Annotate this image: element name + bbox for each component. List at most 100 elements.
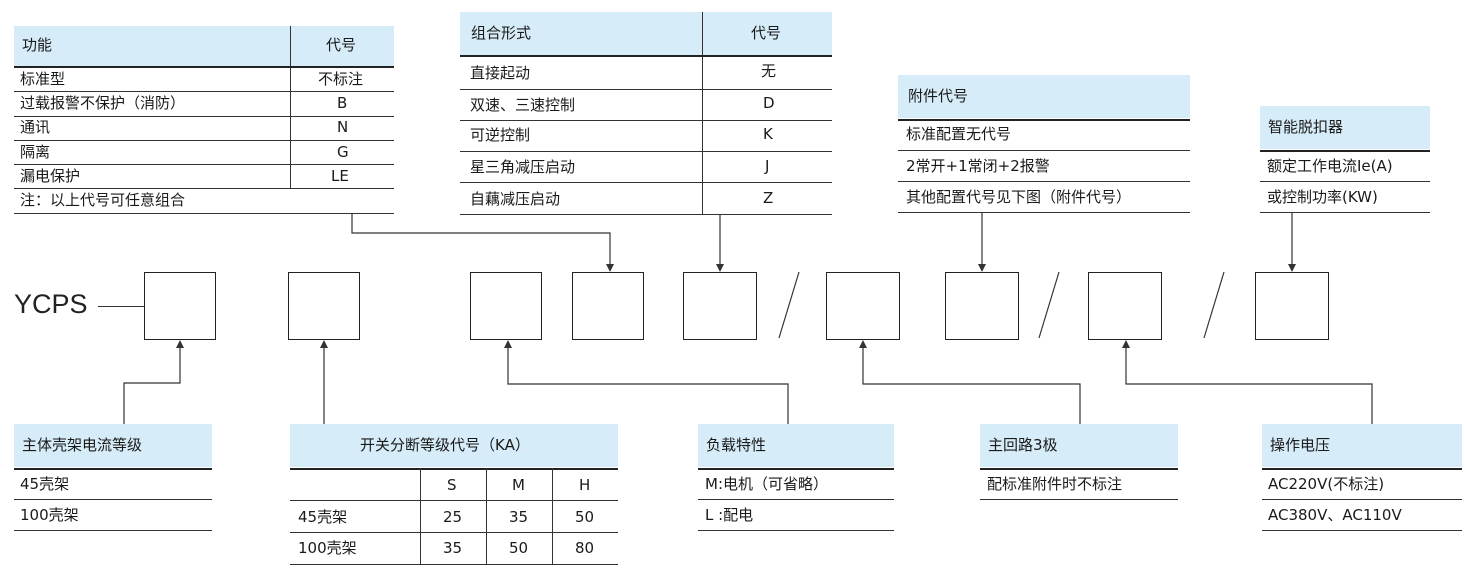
load-row: L :配电 — [705, 506, 754, 524]
breaking-value: 35 — [509, 508, 529, 526]
arrow-up — [1122, 340, 1130, 348]
arrow-up — [859, 340, 867, 348]
breaking-value: 50 — [509, 539, 529, 557]
combination-row-rule — [460, 182, 832, 183]
combination-row-rule — [460, 120, 832, 121]
voltage-header-rule — [1262, 468, 1462, 470]
trip-unit-row-rule — [1260, 181, 1430, 182]
voltage-row: AC220V(不标注) — [1268, 475, 1385, 493]
accessory-row: 标准配置无代号 — [906, 125, 1012, 143]
model-prefix: YCPS — [14, 289, 88, 319]
breaking-value: 80 — [575, 539, 595, 557]
accessory-row: 2常开+1常闭+2报警 — [906, 157, 1050, 175]
trip-unit-header: 智能脱扣器 — [1268, 118, 1344, 136]
arrow-down — [606, 264, 614, 272]
function-note: 注：以上代号可任意组合 — [20, 191, 186, 209]
combination-row-code: J — [765, 157, 770, 175]
accessory-table-header-bg — [898, 75, 1190, 118]
accessory-header-rule — [898, 119, 1190, 121]
function-row-rule — [14, 91, 394, 92]
combination-header-name: 组合形式 — [471, 24, 532, 42]
load-row: M:电机（可省略） — [705, 475, 828, 493]
code-box-trip-unit — [1255, 272, 1329, 340]
breaking-row-rule — [290, 500, 618, 501]
load-table-header-bg — [698, 424, 894, 467]
separator-slash — [1038, 271, 1060, 339]
code-box-voltage — [1088, 272, 1162, 340]
separator-slash — [778, 271, 800, 339]
poles-header: 主回路3极 — [988, 436, 1058, 454]
frame-row: 100壳架 — [20, 506, 79, 524]
breaking-row-rule — [290, 564, 618, 565]
combination-row-rule — [460, 214, 832, 215]
code-box-breaking-capacity — [288, 272, 360, 340]
voltage-row-rule — [1262, 499, 1462, 500]
function-row-rule — [14, 116, 394, 117]
combination-row-name: 双速、三速控制 — [470, 96, 576, 114]
function-row-name: 隔离 — [20, 143, 51, 161]
breaking-row-label: 100壳架 — [298, 539, 357, 557]
function-note-rule — [14, 213, 394, 214]
function-header-rule — [14, 66, 394, 68]
load-header: 负载特性 — [706, 436, 767, 454]
load-row-rule — [698, 530, 894, 531]
breaking-header-rule — [290, 468, 618, 470]
frame-header: 主体壳架电流等级 — [22, 436, 143, 454]
trip-unit-table-header-bg — [1260, 106, 1430, 149]
voltage-row-rule — [1262, 530, 1462, 531]
accessory-row: 其他配置代号见下图（附件代号） — [906, 188, 1132, 206]
load-connector — [507, 348, 789, 424]
breaking-value: 50 — [575, 508, 595, 526]
frame-row: 45壳架 — [20, 475, 70, 493]
poles-row: 配标准附件时不标注 — [987, 475, 1123, 493]
combination-row-name: 星三角减压启动 — [470, 158, 576, 176]
trip-unit-header-rule — [1260, 150, 1430, 152]
breaking-col-header: H — [579, 476, 591, 494]
accessory-row-rule — [898, 150, 1190, 151]
voltage-table-header-bg — [1262, 424, 1462, 467]
function-row-rule — [14, 140, 394, 141]
combination-row-code: Z — [763, 189, 774, 207]
function-row-name: 过载报警不保护（消防） — [20, 94, 186, 112]
function-table-header-bg — [14, 26, 394, 66]
combination-table-header-bg — [460, 12, 832, 55]
code-box-poles — [826, 272, 900, 340]
breaking-row-rule — [290, 532, 618, 533]
arrow-down — [978, 264, 986, 272]
trip-unit-row-rule — [1260, 212, 1430, 213]
voltage-row: AC380V、AC110V — [1268, 506, 1402, 524]
function-divider — [290, 26, 291, 188]
combination-row-name: 自藕减压启动 — [470, 190, 561, 208]
function-row-rule — [14, 188, 394, 189]
code-box-load-type — [470, 272, 542, 340]
function-row-name: 通讯 — [20, 118, 51, 136]
code-box-function — [572, 272, 644, 340]
function-row-code: LE — [331, 167, 349, 185]
frame-header-rule — [14, 468, 212, 470]
function-row-code: B — [337, 94, 348, 112]
function-header-name: 功能 — [22, 36, 53, 54]
frame-table-header-bg — [14, 424, 212, 467]
poles-header-rule — [980, 468, 1178, 470]
combination-row-code: D — [763, 94, 775, 112]
breaking-col-rule — [420, 468, 421, 564]
function-row-code: N — [337, 118, 349, 136]
function-header-code: 代号 — [326, 36, 357, 54]
code-box-frame-current — [144, 272, 216, 340]
function-row-code: 不标注 — [318, 70, 364, 88]
function-row-name: 漏电保护 — [20, 167, 81, 185]
load-row-rule — [698, 499, 894, 500]
code-box-accessory — [945, 272, 1019, 340]
breaking-col-header: S — [447, 476, 457, 494]
function-row-code: G — [337, 143, 349, 161]
load-header-rule — [698, 468, 894, 470]
accessory-header: 附件代号 — [908, 87, 969, 105]
trip-unit-row: 额定工作电流Ie(A) — [1267, 157, 1393, 175]
voltage-header: 操作电压 — [1270, 436, 1331, 454]
combination-row-name: 可逆控制 — [470, 126, 531, 144]
combination-header-code: 代号 — [751, 24, 782, 42]
breaking-value: 35 — [443, 539, 463, 557]
trip-unit-row: 或控制功率(KW) — [1267, 188, 1378, 206]
combination-row-code: 无 — [761, 62, 777, 80]
